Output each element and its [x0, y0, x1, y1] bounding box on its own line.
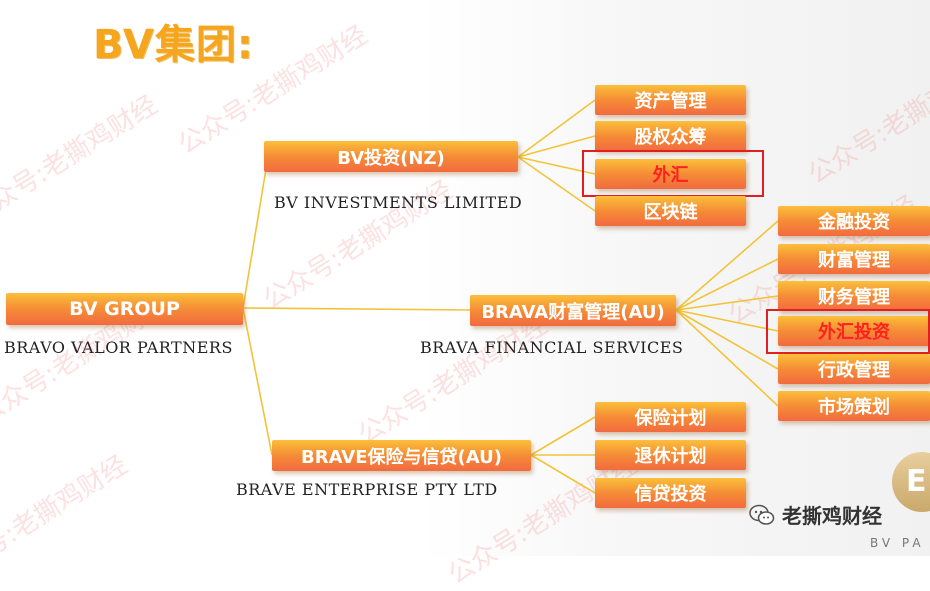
child-node: 金融投资: [778, 206, 930, 236]
corner-text: BV PA: [870, 536, 925, 550]
connector-line: [675, 309, 779, 407]
credit-text: 老撕鸡财经: [782, 504, 882, 528]
connector-line: [675, 309, 779, 370]
child-node: 资产管理: [595, 85, 746, 115]
wechat-credit: 老撕鸡财经: [748, 500, 882, 529]
connector-line: [675, 309, 779, 332]
child-node-highlighted: 外汇投资: [778, 316, 930, 346]
branch-node-bv-investments: BV投资(NZ): [264, 141, 518, 172]
wechat-icon: [749, 504, 775, 525]
root-node: BV GROUP: [6, 293, 243, 325]
connector-line: [517, 99, 596, 158]
connector-line: [530, 454, 596, 494]
child-node: 股权众筹: [595, 121, 746, 151]
child-node: 退休计划: [595, 440, 746, 470]
child-node: 信贷投资: [595, 478, 746, 508]
connector-line: [675, 220, 779, 311]
page-title: BV集团:: [93, 22, 254, 68]
branch-node-brava: BRAVA财富管理(AU): [470, 295, 676, 326]
child-node: 行政管理: [778, 354, 930, 384]
child-node: 财富管理: [778, 244, 930, 274]
connector-line: [517, 135, 596, 158]
branch-subtitle: BV INVESTMENTS LIMITED: [274, 193, 523, 212]
connector-line: [675, 295, 779, 311]
connector-line: [530, 416, 596, 456]
branch-subtitle: BRAVA FINANCIAL SERVICES: [420, 338, 684, 357]
child-node: 保险计划: [595, 402, 746, 432]
logo-letter-icon: E: [906, 464, 927, 499]
company-logo: E: [892, 452, 930, 512]
connector-line: [675, 258, 779, 311]
branch-subtitle: BRAVE ENTERPRISE PTY LTD: [236, 480, 498, 499]
connector-line: [242, 307, 471, 311]
child-node: 财务管理: [778, 281, 930, 311]
child-node: 区块链: [595, 196, 746, 226]
connector-lines: [242, 99, 779, 494]
connector-line: [517, 156, 596, 212]
root-subtitle: BRAVO VALOR PARTNERS: [4, 338, 233, 357]
connector-line: [242, 156, 269, 309]
child-node: 市场策划: [778, 391, 930, 421]
connector-line: [242, 307, 273, 456]
branch-node-brave: BRAVE保险与信贷(AU): [272, 440, 531, 471]
highlight-box: [766, 309, 930, 354]
child-node-highlighted: 外汇: [595, 159, 746, 189]
highlight-box: [582, 150, 764, 197]
